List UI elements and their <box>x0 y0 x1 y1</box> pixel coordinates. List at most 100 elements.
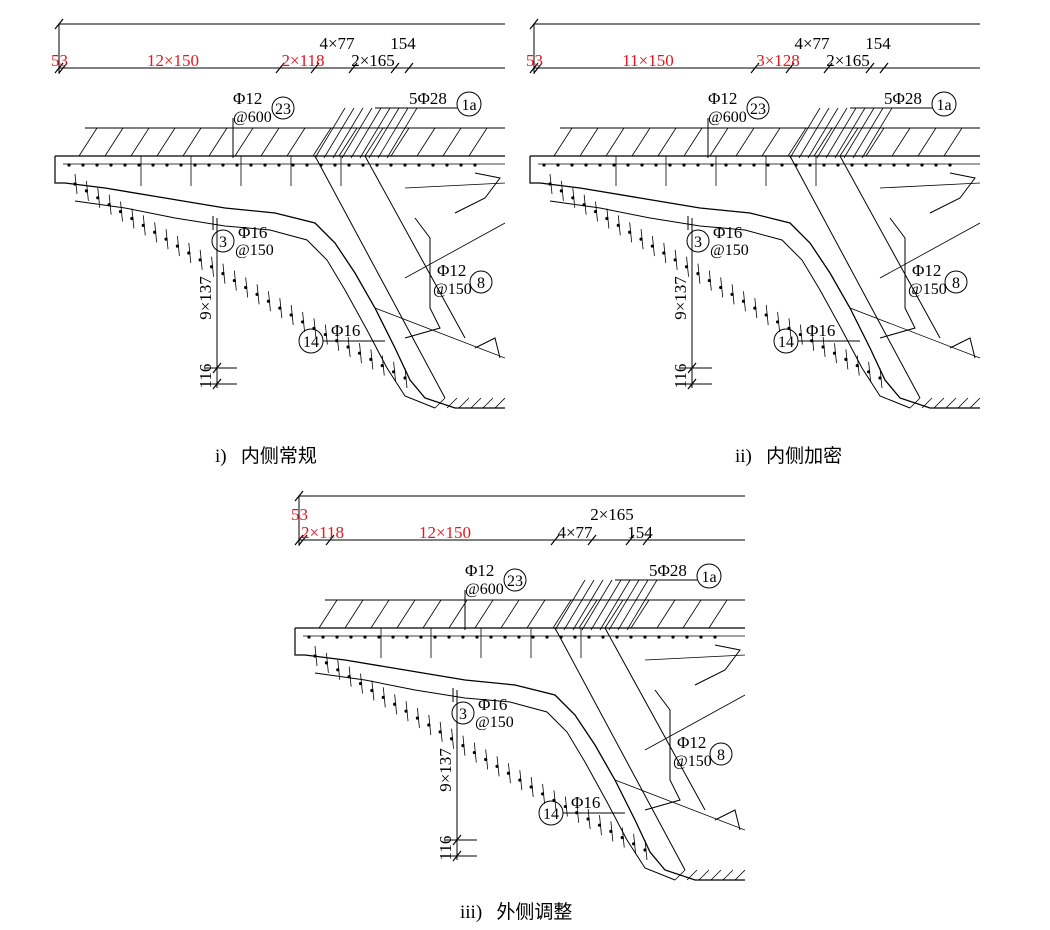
web-line <box>604 627 706 811</box>
rebar-dot <box>96 196 100 200</box>
rebar-dot <box>73 182 77 186</box>
dimension-tick <box>533 62 543 74</box>
dimension-tick <box>310 62 320 74</box>
web-line <box>849 307 980 359</box>
rebar-dot <box>657 635 661 639</box>
rebar-dot <box>244 285 248 290</box>
rebar-dot <box>752 163 756 167</box>
rebar-dot <box>321 635 325 639</box>
bottom-hatch <box>957 397 969 409</box>
bottom-frame <box>949 337 976 359</box>
deck-hatch <box>442 127 462 157</box>
web-line <box>364 155 466 339</box>
rebar-dot <box>107 203 111 207</box>
rebar-dot <box>370 688 374 693</box>
rebar-dot <box>699 635 703 639</box>
dimension-tick <box>348 62 358 74</box>
rebar-dot <box>165 163 169 167</box>
rebar-dot <box>361 163 365 167</box>
rebar-dot <box>629 635 633 639</box>
rebar-1a-bar <box>341 107 373 159</box>
rebar-1a-bar <box>386 107 418 159</box>
rebar-dot <box>417 163 421 167</box>
rebar-dot <box>175 244 180 248</box>
bottom-hatch <box>674 869 686 881</box>
bottom-hatch <box>933 397 945 409</box>
rebar-dot <box>427 723 431 727</box>
rebar-dot <box>529 785 533 789</box>
dimension-label: 53 <box>51 51 68 70</box>
rebar-dot <box>531 635 535 639</box>
bottom-hatch <box>909 397 921 409</box>
rebar-1a-bar <box>807 107 839 159</box>
rebar-23-spacing: @600 <box>233 109 272 126</box>
rebar-1a-bar <box>554 579 586 631</box>
rebar-dot <box>780 163 784 167</box>
rebar-dot <box>616 223 620 227</box>
rebar-dot <box>643 635 647 639</box>
rebar-dot <box>249 163 253 167</box>
rebar-dot <box>431 163 435 167</box>
deck-hatch <box>396 599 416 629</box>
deck-hatch <box>917 127 937 157</box>
dimension-tick <box>212 378 222 390</box>
rebar-1a-bar <box>626 579 658 631</box>
rebar-dot <box>685 635 689 639</box>
caption-text: 内侧常规 <box>240 446 317 467</box>
slab-end <box>294 628 305 656</box>
rebar-dot <box>584 163 588 167</box>
deck-hatch <box>448 599 468 629</box>
girder-inner-rebar <box>549 200 911 409</box>
deck-hatch <box>865 127 885 157</box>
rebar-dot <box>459 163 463 167</box>
deck-hatch <box>656 599 676 629</box>
web-frame <box>404 217 441 339</box>
dimension-tick <box>294 534 304 546</box>
bottom-dimension-label: 116 <box>671 364 690 389</box>
deck-hatch <box>813 127 833 157</box>
rebar-dot <box>798 332 802 337</box>
rebar-dot <box>266 299 271 303</box>
rebar-3-spacing: @150 <box>710 242 749 259</box>
dimension-label: 4×77 <box>794 34 830 53</box>
rebar-8-spec: Φ12 <box>677 733 706 752</box>
rebar-14-spec: Φ16 <box>571 793 600 812</box>
rebar-dot <box>324 661 328 665</box>
rebar-1a-bar <box>359 107 391 159</box>
rebar-1a-bar <box>581 579 613 631</box>
rebar-dot <box>447 635 451 639</box>
rebar-dot <box>609 829 613 833</box>
rebar-dot <box>263 163 267 167</box>
deck-hatch <box>579 127 599 157</box>
deck-hatch <box>130 127 150 157</box>
rebar-dot <box>449 737 454 741</box>
deck-hatch <box>286 127 306 157</box>
rebar-dot <box>393 702 397 706</box>
rebar-dot <box>548 182 552 186</box>
vertical-dimension-label: 9×137 <box>196 276 215 320</box>
rebar-8-number: 8 <box>717 747 725 764</box>
rebar-14-spec: Φ16 <box>331 321 360 340</box>
bottom-dimension-label: 116 <box>436 836 455 861</box>
rebar-dot <box>461 744 465 748</box>
caption-numeral: ii) <box>735 446 752 467</box>
rebar-dot <box>730 292 734 296</box>
dimension-label: 4×77 <box>319 34 355 53</box>
rebar-dot <box>682 163 686 167</box>
rebar-1a-bar <box>314 107 346 159</box>
rebar-3-circle <box>211 229 235 253</box>
rebar-23-circle <box>746 96 770 120</box>
deck-hatch <box>657 127 677 157</box>
rebar-1a-bar <box>843 107 875 159</box>
rebar-1a-bar <box>368 107 400 159</box>
rebar-dot <box>300 320 305 324</box>
rebar-1a-bar <box>563 579 595 631</box>
deck-hatch <box>553 127 573 157</box>
dimension-label: 2×165 <box>351 51 395 70</box>
web-line <box>404 182 505 189</box>
dimension-label: 154 <box>627 523 653 542</box>
dimension-tick <box>404 62 414 74</box>
rebar-dot <box>375 163 379 167</box>
dimension-label: 2×165 <box>826 51 870 70</box>
